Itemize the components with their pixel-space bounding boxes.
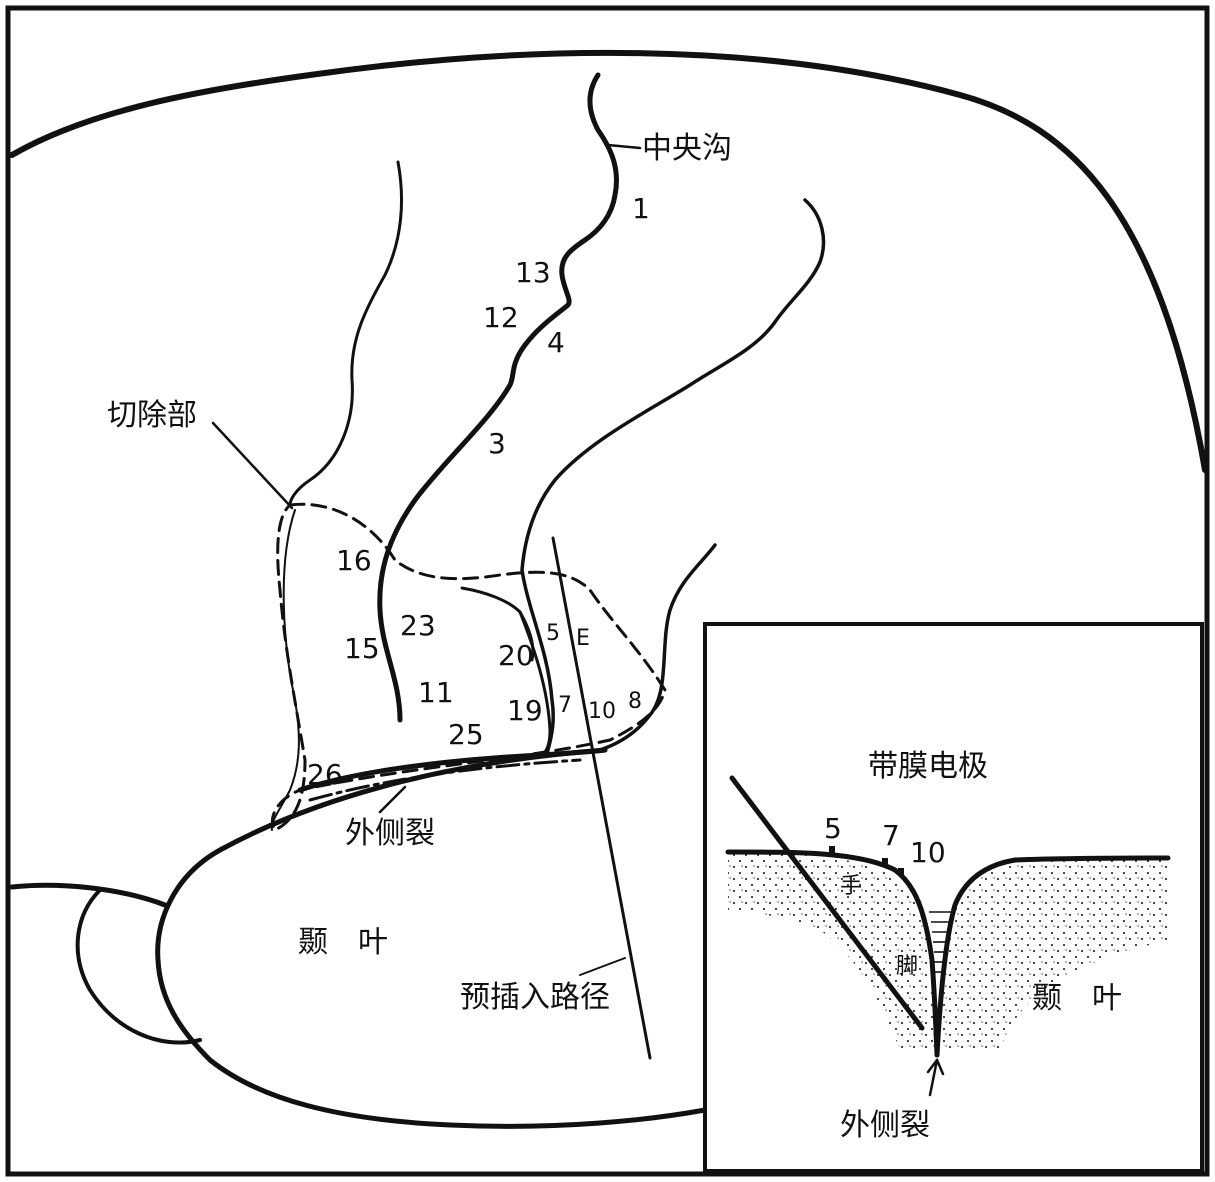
inset-hand-label: 手 bbox=[840, 874, 862, 899]
electrode-4: 4 bbox=[547, 326, 565, 359]
resection-area-label: 切除部 bbox=[107, 398, 197, 433]
inset-label-10: 10 bbox=[910, 836, 946, 869]
electrode-1: 1 bbox=[632, 192, 650, 225]
electrode-19: 19 bbox=[507, 694, 543, 727]
postcentral-sulcus-line bbox=[520, 198, 826, 752]
brain-outline bbox=[9, 49, 1208, 473]
electrode-11: 11 bbox=[418, 676, 454, 709]
inset-lateral-fissure-label: 外侧裂 bbox=[840, 1108, 930, 1143]
sulcus-branch-19 bbox=[518, 610, 552, 754]
inset-fissure-hatch bbox=[929, 911, 955, 973]
electrode-26: 26 bbox=[307, 758, 343, 791]
inset-electrode-strip bbox=[729, 775, 925, 1031]
electrode-16: 16 bbox=[336, 544, 372, 577]
electrode-23: 23 bbox=[400, 609, 436, 642]
resection-inner-line bbox=[270, 509, 300, 831]
inset-panel: 带膜电极 5 7 10 手 脚 颞 叶 外侧裂 bbox=[703, 622, 1204, 1173]
electrode-E: E bbox=[576, 626, 590, 651]
temporal-lobe-inner bbox=[75, 888, 202, 1045]
electrode-13: 13 bbox=[515, 256, 551, 289]
resection-leader bbox=[211, 421, 294, 510]
temporal-lobe-label: 颞 叶 bbox=[298, 925, 388, 960]
precentral-sulcus-line bbox=[288, 160, 403, 507]
pre-insertion-path-line bbox=[551, 536, 652, 1060]
lateral-fissure-leader bbox=[378, 785, 407, 814]
electrode-15: 15 bbox=[344, 632, 380, 665]
inset-label-5: 5 bbox=[824, 812, 842, 845]
inset-contact-5 bbox=[829, 846, 835, 854]
electrode-10: 10 bbox=[588, 699, 616, 724]
inset-temporal-lobe-label: 颞 叶 bbox=[1032, 981, 1122, 1016]
central-sulcus-label: 中央沟 bbox=[642, 131, 732, 166]
electrode-7: 7 bbox=[558, 693, 572, 718]
central-sulcus-leader bbox=[606, 143, 642, 150]
electrode-20: 20 bbox=[498, 639, 534, 672]
inset-foot-label: 脚 bbox=[896, 954, 918, 979]
pre-insertion-leader bbox=[579, 957, 626, 976]
electrode-5: 5 bbox=[546, 621, 560, 646]
inset-contact-7 bbox=[882, 858, 888, 866]
inset-contact-10 bbox=[898, 868, 904, 876]
resection-mixed-edge bbox=[308, 758, 582, 802]
inset-cortex-stipple bbox=[728, 852, 1170, 1050]
temporal-lobe-outline bbox=[155, 747, 708, 1129]
electrode-3: 3 bbox=[488, 427, 506, 460]
inset-arrow-shaft bbox=[928, 1058, 939, 1097]
electrode-25: 25 bbox=[448, 718, 484, 751]
inset-label-7: 7 bbox=[882, 819, 900, 852]
electrode-12: 12 bbox=[483, 301, 519, 334]
central-sulcus-line bbox=[377, 72, 619, 723]
inset-arrow-head-icon bbox=[926, 1058, 945, 1076]
pre-insertion-path-label: 预插入路径 bbox=[460, 980, 610, 1015]
supramarginal-contour bbox=[598, 543, 717, 752]
temporal-lobe-base bbox=[9, 882, 168, 908]
electrode-8: 8 bbox=[628, 689, 642, 714]
lateral-fissure-label: 外侧裂 bbox=[345, 816, 435, 851]
inset-title: 带膜电极 bbox=[868, 749, 988, 784]
